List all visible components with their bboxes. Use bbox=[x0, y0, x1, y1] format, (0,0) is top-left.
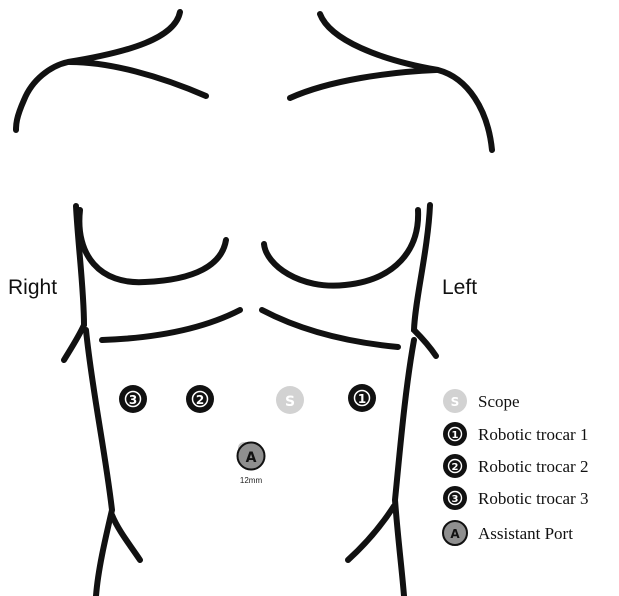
legend-item-assistant: A Assistant Port bbox=[443, 521, 573, 545]
port-trocar-1: 1 bbox=[348, 384, 376, 412]
clavicle-left bbox=[290, 70, 436, 98]
port-trocar-3: 3 bbox=[119, 385, 147, 413]
svg-text:S: S bbox=[451, 395, 460, 409]
legend-item-trocar-1: 1 Robotic trocar 1 bbox=[443, 422, 588, 446]
rib-left bbox=[262, 310, 398, 347]
legend-item-trocar-3: 3 Robotic trocar 3 bbox=[443, 486, 588, 510]
neck-right bbox=[16, 12, 180, 130]
svg-text:3: 3 bbox=[452, 494, 459, 505]
legend-label-trocar-2: Robotic trocar 2 bbox=[478, 457, 588, 476]
right-label: Right bbox=[8, 276, 57, 299]
port-scope: S bbox=[276, 386, 304, 414]
svg-text:A: A bbox=[450, 527, 460, 541]
svg-text:2: 2 bbox=[452, 462, 459, 473]
legend-label-assistant: Assistant Port bbox=[478, 524, 573, 543]
abdomen-left bbox=[395, 340, 414, 596]
pelvis-right bbox=[112, 515, 140, 560]
clavicle-right bbox=[70, 62, 206, 96]
legend-label-trocar-3: Robotic trocar 3 bbox=[478, 489, 588, 508]
legend-item-trocar-2: 2 Robotic trocar 2 bbox=[443, 454, 588, 478]
assistant-size-label: 12mm bbox=[240, 476, 263, 485]
legend-label-scope: Scope bbox=[478, 392, 520, 411]
abdomen-right bbox=[86, 330, 112, 596]
legend-label-trocar-1: Robotic trocar 1 bbox=[478, 425, 588, 444]
port-assistant: A bbox=[238, 442, 265, 470]
port-trocar-2: 2 bbox=[186, 385, 214, 413]
legend: S Scope 1 Robotic trocar 1 2 Robotic tro… bbox=[443, 389, 588, 545]
svg-text:S: S bbox=[285, 394, 295, 410]
chest-left bbox=[264, 210, 418, 286]
legend-item-scope: S Scope bbox=[443, 389, 520, 413]
svg-text:1: 1 bbox=[358, 392, 366, 406]
left-label: Left bbox=[442, 276, 477, 299]
svg-text:1: 1 bbox=[452, 430, 459, 441]
svg-text:A: A bbox=[246, 450, 257, 466]
svg-text:3: 3 bbox=[129, 393, 137, 407]
rib-right bbox=[102, 310, 240, 340]
chest-right bbox=[79, 210, 226, 282]
pelvis-left bbox=[348, 506, 394, 560]
svg-text:2: 2 bbox=[196, 393, 204, 407]
torso-outline bbox=[16, 12, 492, 596]
